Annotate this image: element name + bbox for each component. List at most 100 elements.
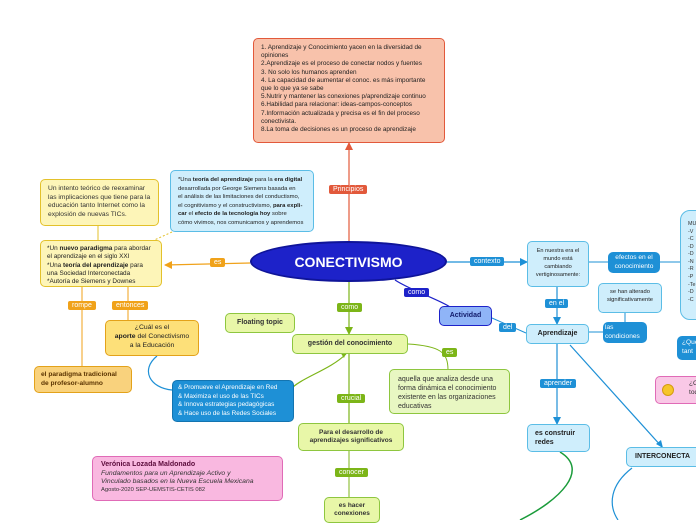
condiciones-text: las condiciones xyxy=(605,324,640,340)
teoria-text: el cognitivismo y el constructivismo, xyxy=(178,202,273,209)
right-partial-line: -C xyxy=(688,296,694,303)
es2-label: es xyxy=(442,348,458,357)
principio-line: 8.La toma de decisiones es un proceso de… xyxy=(261,125,416,133)
c-todo-text: ¿C xyxy=(689,380,696,387)
desarrollo-text: Para el desarrollo de aprendizajes signi… xyxy=(309,428,393,444)
hacer-node[interactable]: es hacer conexiones xyxy=(324,497,380,523)
paradigma-tradicional-text: el paradigma tradicional de profesor-alu… xyxy=(41,371,117,387)
right-partial-line: -Te xyxy=(688,281,696,288)
teoria-node[interactable]: *Una teoría del aprendizaje para la era … xyxy=(170,170,314,232)
paradigma-node[interactable]: *Un nuevo paradigma para abordar el apre… xyxy=(40,240,162,287)
aprender-label: aprender xyxy=(540,379,577,388)
right-partial-line: -C xyxy=(688,236,694,243)
paradigma-text: para abordar xyxy=(112,245,151,252)
paradigma-text: *Autoría de Siemens y Downes xyxy=(47,278,136,286)
aporte-node[interactable]: ¿Cuál es el aporte del Conectivismo a la… xyxy=(105,320,199,356)
right-partial-line: -V xyxy=(688,228,694,235)
es-label: es xyxy=(210,258,226,267)
teoria-bold: car xyxy=(178,211,187,218)
principio-line: 3. No solo los humanos aprenden xyxy=(261,68,357,76)
aprendizaje-text: Aprendizaje xyxy=(537,329,578,337)
contexto-label: contexto xyxy=(470,257,505,266)
aporte-bold: aporte xyxy=(114,332,136,340)
principio-line: 2.Aprendizaje es el proceso de conectar … xyxy=(261,60,422,68)
actividad-node[interactable]: Actividad xyxy=(439,306,492,326)
que-tant-text: tant xyxy=(682,347,693,355)
principio-line: 4. La capacidad de aumentar el conoc. es… xyxy=(261,76,426,92)
teoria-bold: era digital xyxy=(274,177,303,183)
center-node[interactable]: CONECTIVISMO xyxy=(250,241,447,282)
crucial-label: crucial xyxy=(337,394,366,403)
aporte-text: del Conectivismo xyxy=(135,332,190,340)
principio-line: 6.Habilidad para relacionar: ideas-campo… xyxy=(261,101,412,109)
alterado-node[interactable]: se han alterado significativamente xyxy=(598,283,662,313)
aporte-list-item: & Promueve el Aprendizaje en Red xyxy=(178,384,278,391)
smiley-icon xyxy=(662,384,674,396)
aporte-list-item: & Hace uso de las Redes Sociales xyxy=(178,409,277,417)
right-partial-line: -D xyxy=(688,289,694,296)
gestion-text: gestión del conocimiento xyxy=(307,339,393,347)
aquella-node[interactable]: aquella que analiza desde una forma diná… xyxy=(389,369,510,414)
que-tant-text: ¿Qué xyxy=(682,339,696,346)
right-partial-line: -R xyxy=(688,266,694,273)
aporte-list-node[interactable]: & Promueve el Aprendizaje en Red& Maximi… xyxy=(172,380,294,422)
aporte-text: a la Educación xyxy=(129,341,175,349)
teoria-text: el análisis de las limitaciones del cond… xyxy=(178,194,300,201)
gestion-node[interactable]: gestión del conocimiento xyxy=(292,334,408,354)
floating-topic-node[interactable]: Floating topic xyxy=(225,313,295,333)
aporte-list-item: & Innova estrategias pedagógicas xyxy=(178,401,275,409)
en-el-label: en el xyxy=(545,299,569,308)
right-partial-line: -D xyxy=(688,243,694,250)
c-todo-text: todo xyxy=(689,388,696,396)
teoria-text: *Una xyxy=(178,177,193,183)
right-partial-line: -P xyxy=(688,273,694,280)
actividad-text: Actividad xyxy=(449,311,482,319)
efectos-label: efectos en el conocimiento xyxy=(608,252,660,273)
principio-line: 1. Aprendizaje y Conocimiento yacen en l… xyxy=(261,44,422,60)
author-name: Verónica Lozada Maldonado xyxy=(101,461,196,468)
como2-label: como xyxy=(404,288,430,297)
rompe-label: rompe xyxy=(68,301,96,310)
condiciones-label: las condiciones xyxy=(603,322,647,343)
right-partial-line: -N xyxy=(688,258,694,265)
teoria-text: sobre xyxy=(270,211,287,218)
paradigma-text: una Sociedad Interconectada xyxy=(47,269,131,277)
paradigma-text: *Un xyxy=(47,245,60,252)
paradigma-bold: teoría del aprendizaje xyxy=(63,261,129,269)
right-partial-line: MU xyxy=(688,221,696,227)
right-partial-line: -D xyxy=(688,251,694,258)
aquella-text: aquella que analiza desde una forma diná… xyxy=(398,376,497,411)
construir-node[interactable]: es construir redes xyxy=(527,424,590,452)
aporte-list-item: & Maximiza el uso de las TICs xyxy=(178,392,264,400)
principios-label: Principios xyxy=(329,185,368,194)
efectos-text: efectos en el conocimiento xyxy=(614,254,654,270)
alterado-text: se han alterado significativamente xyxy=(606,289,654,304)
que-tant-node[interactable]: ¿Qué tant xyxy=(677,336,696,360)
principio-line: 7.Información actualizada y precisa es e… xyxy=(261,109,420,125)
desarrollo-node[interactable]: Para el desarrollo de aprendizajes signi… xyxy=(298,423,404,451)
teoria-bold: para expli- xyxy=(272,202,303,209)
aprendizaje-node[interactable]: Aprendizaje xyxy=(526,324,589,344)
author-node[interactable]: Verónica Lozada Maldonado Fundamentos pa… xyxy=(92,456,283,501)
center-title: CONECTIVISMO xyxy=(294,253,403,270)
paradigma-bold: nuevo paradigma xyxy=(59,245,113,252)
paradigma-text: para xyxy=(128,261,143,269)
teoria-bold: efecto de la tecnología hoy xyxy=(194,211,271,218)
intento-text: Un intento teórico de reexaminar las imp… xyxy=(48,185,151,219)
principios-node[interactable]: 1. Aprendizaje y Conocimiento yacen en l… xyxy=(253,38,445,143)
mundo-text: En nuestra era el mundo está cambiando v… xyxy=(535,248,581,279)
conocer-label: conocer xyxy=(335,468,368,477)
entonces-label: entonces xyxy=(112,301,149,310)
principio-line: 5.Nutrir y mantener las conexiones p/apr… xyxy=(261,93,426,101)
paradigma-tradicional-node[interactable]: el paradigma tradicional de profesor-alu… xyxy=(34,366,132,393)
intento-node[interactable]: Un intento teórico de reexaminar las imp… xyxy=(40,179,159,226)
c-todo-node[interactable]: ¿C todo xyxy=(655,376,696,404)
mundo-node[interactable]: En nuestra era el mundo está cambiando v… xyxy=(527,241,589,287)
teoria-bold: teoría del aprendizaje xyxy=(192,177,253,183)
right-partial-node[interactable]: MU-V-C-D-D-N-R-P-Te-D-C xyxy=(680,210,696,320)
paradigma-text: el aprendizaje en el siglo XXI xyxy=(47,253,130,261)
interconecta-node[interactable]: INTERCONECTA xyxy=(626,447,696,467)
como-label: como xyxy=(337,303,363,312)
author-line: Fundamentos para un Aprendizaje Activo y xyxy=(101,469,231,477)
teoria-text: para la xyxy=(253,177,275,183)
